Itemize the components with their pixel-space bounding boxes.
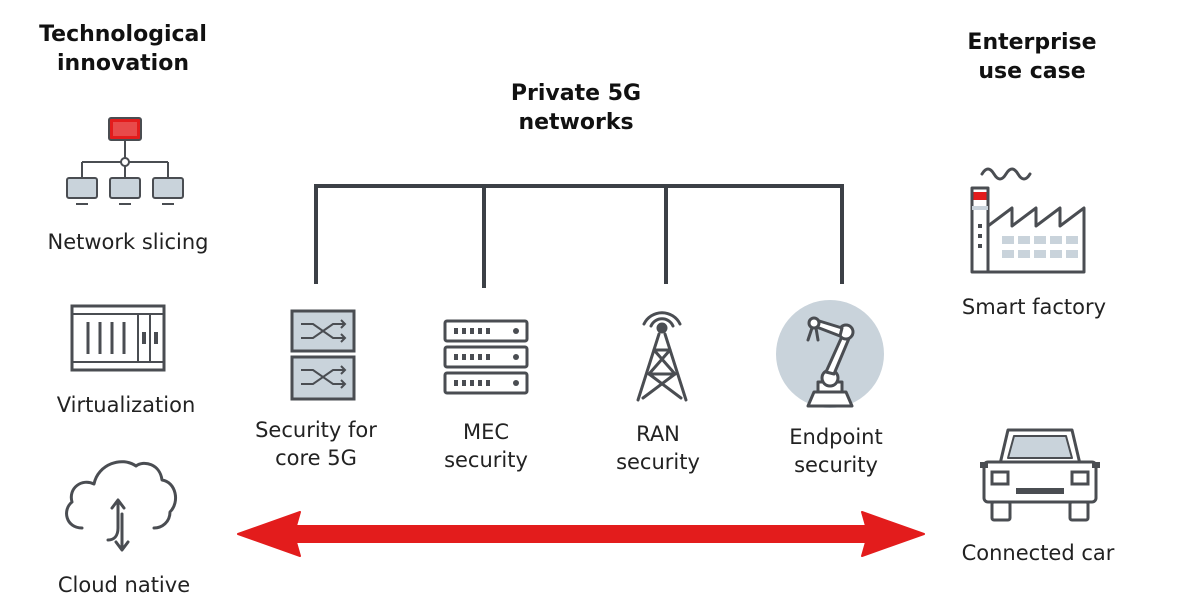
label-ran-security: RAN security (616, 422, 700, 474)
car-icon (980, 428, 1100, 522)
label-cloud-native: Cloud native (57, 573, 191, 597)
label-virtualization: Virtualization (56, 393, 196, 417)
label-mec-security: MEC security (444, 420, 528, 472)
label-connected-car: Connected car (961, 541, 1115, 565)
factory-icon (970, 167, 1086, 274)
robot-arm-icon (776, 300, 884, 408)
label-network-slicing: Network slicing (47, 230, 209, 254)
cell-tower-icon (636, 311, 688, 402)
center-heading: Private 5G networks (510, 81, 642, 135)
label-endpoint-security: Endpoint security (789, 425, 883, 477)
label-security-core-5g: Security for core 5G (255, 418, 377, 470)
core-switch-icon (290, 309, 356, 401)
container-icon (70, 304, 166, 372)
cloud-sync-icon (65, 460, 178, 552)
double-arrow-icon (237, 511, 925, 557)
private-network-bracket (314, 184, 844, 288)
right-heading: Enterprise use case (967, 30, 1097, 84)
label-smart-factory: Smart factory (961, 295, 1107, 319)
network-slicing-icon (66, 117, 184, 205)
server-rack-icon (443, 319, 529, 395)
left-heading: Technological innovation (39, 22, 207, 76)
